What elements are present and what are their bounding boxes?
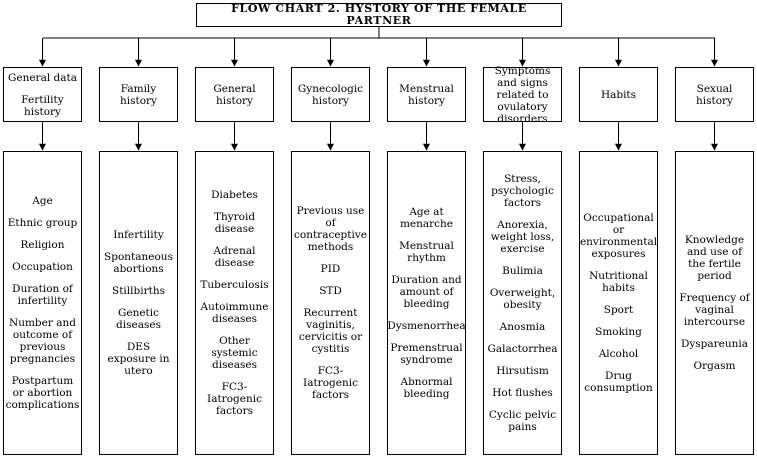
detail-item: Spontaneous abortions	[104, 251, 173, 275]
category-box-gynecologic-history: Gynecologic history	[291, 67, 370, 122]
detail-item: Anorexia, weight loss, exercise	[490, 219, 555, 255]
detail-item: Dyspareunia	[680, 338, 749, 350]
detail-item: Premenstrual syndrome	[390, 342, 463, 366]
detail-item: FC3-Iatrogenic factors	[303, 365, 358, 401]
detail-item: Tuberculosis	[200, 279, 269, 291]
category-box-menstrual-history: Menstrual history	[387, 67, 466, 122]
category-label: Fertility history	[21, 93, 64, 118]
detail-item: Menstrual rhythm	[399, 240, 454, 264]
detail-item: Infertility	[113, 229, 164, 241]
detail-item: Hirsutism	[496, 365, 549, 377]
category-box-habits: Habits	[579, 67, 658, 122]
detail-item: Sport	[603, 304, 634, 316]
detail-item: Diabetes	[211, 189, 258, 201]
category-box-ovulatory-symptoms: Symptoms and signs related to ovulatory …	[483, 64, 562, 125]
detail-item: Other systemic diseases	[211, 335, 258, 371]
detail-item: Stillbirths	[112, 285, 165, 297]
detail-item: Number and outcome of previous pregnanci…	[9, 317, 76, 365]
detail-item: Smoking	[595, 326, 642, 338]
detail-item: Thyroid disease	[213, 211, 256, 235]
detail-item: Occupation	[12, 261, 73, 273]
detail-item: Duration and amount of bleeding	[391, 274, 462, 310]
detail-item: Ethnic group	[7, 217, 78, 229]
detail-item: Postpartum or abortion complications	[5, 375, 80, 411]
detail-item: Anosmia	[499, 321, 546, 333]
category-label: Habits	[600, 88, 637, 101]
detail-item: FC3-Iatrogenic factors	[207, 381, 262, 417]
detail-item: Nutritional habits	[589, 270, 648, 294]
detail-item: DES exposure in utero	[107, 341, 170, 377]
detail-item: Galactorrhea	[487, 343, 558, 355]
detail-item: Occupational or environmental exposures	[579, 212, 658, 260]
detail-item: Alcohol	[598, 348, 639, 360]
detail-item: STD	[319, 285, 342, 297]
detail-item: Abnormal bleeding	[400, 376, 453, 400]
category-box-sexual-history: Sexual history	[675, 67, 754, 122]
detail-item: Stress, psychologic factors	[491, 173, 554, 209]
detail-item: Genetic diseases	[116, 307, 161, 331]
detail-item: Recurrent vaginitis, cervicitis or cysti…	[298, 307, 363, 355]
detail-item: Drug consumption	[584, 370, 653, 394]
detail-item: Bulimia	[502, 265, 543, 277]
category-label: General history	[213, 82, 256, 107]
category-label: General data	[7, 71, 77, 84]
category-box-general-history: General history	[195, 67, 274, 122]
category-label: Gynecologic history	[297, 82, 364, 107]
chart-title: FLOW CHART 2. HYSTORY OF THE FEMALE PART…	[196, 3, 562, 27]
category-box-family-history: Family history	[99, 67, 178, 122]
detail-item: Overweight, obesity	[489, 287, 556, 311]
category-label: Family history	[119, 82, 157, 107]
detail-item: Autoimmune diseases	[200, 301, 269, 325]
detail-item: Age	[32, 195, 53, 207]
detail-item: Orgasm	[693, 360, 736, 372]
detail-item: Hot flushes	[492, 387, 553, 399]
detail-item: Religion	[20, 239, 65, 251]
category-label: Symptoms and signs related to ovulatory …	[494, 64, 551, 125]
category-label: Sexual history	[695, 82, 733, 107]
category-label: Menstrual history	[399, 82, 454, 107]
detail-item: PID	[320, 263, 341, 275]
detail-item: Adrenal disease	[213, 245, 256, 269]
detail-item: Dysmenorrhea	[387, 320, 466, 332]
detail-item: Age at menarche	[399, 206, 454, 230]
detail-item: Previous use of contraceptive methods	[294, 205, 368, 253]
detail-item: Knowledge and use of the fertile period	[684, 234, 745, 282]
detail-item: Frequency of vaginal intercourse	[679, 292, 750, 328]
detail-item: Cyclic pelvic pains	[488, 409, 557, 433]
detail-item: Duration of infertility	[12, 283, 73, 307]
